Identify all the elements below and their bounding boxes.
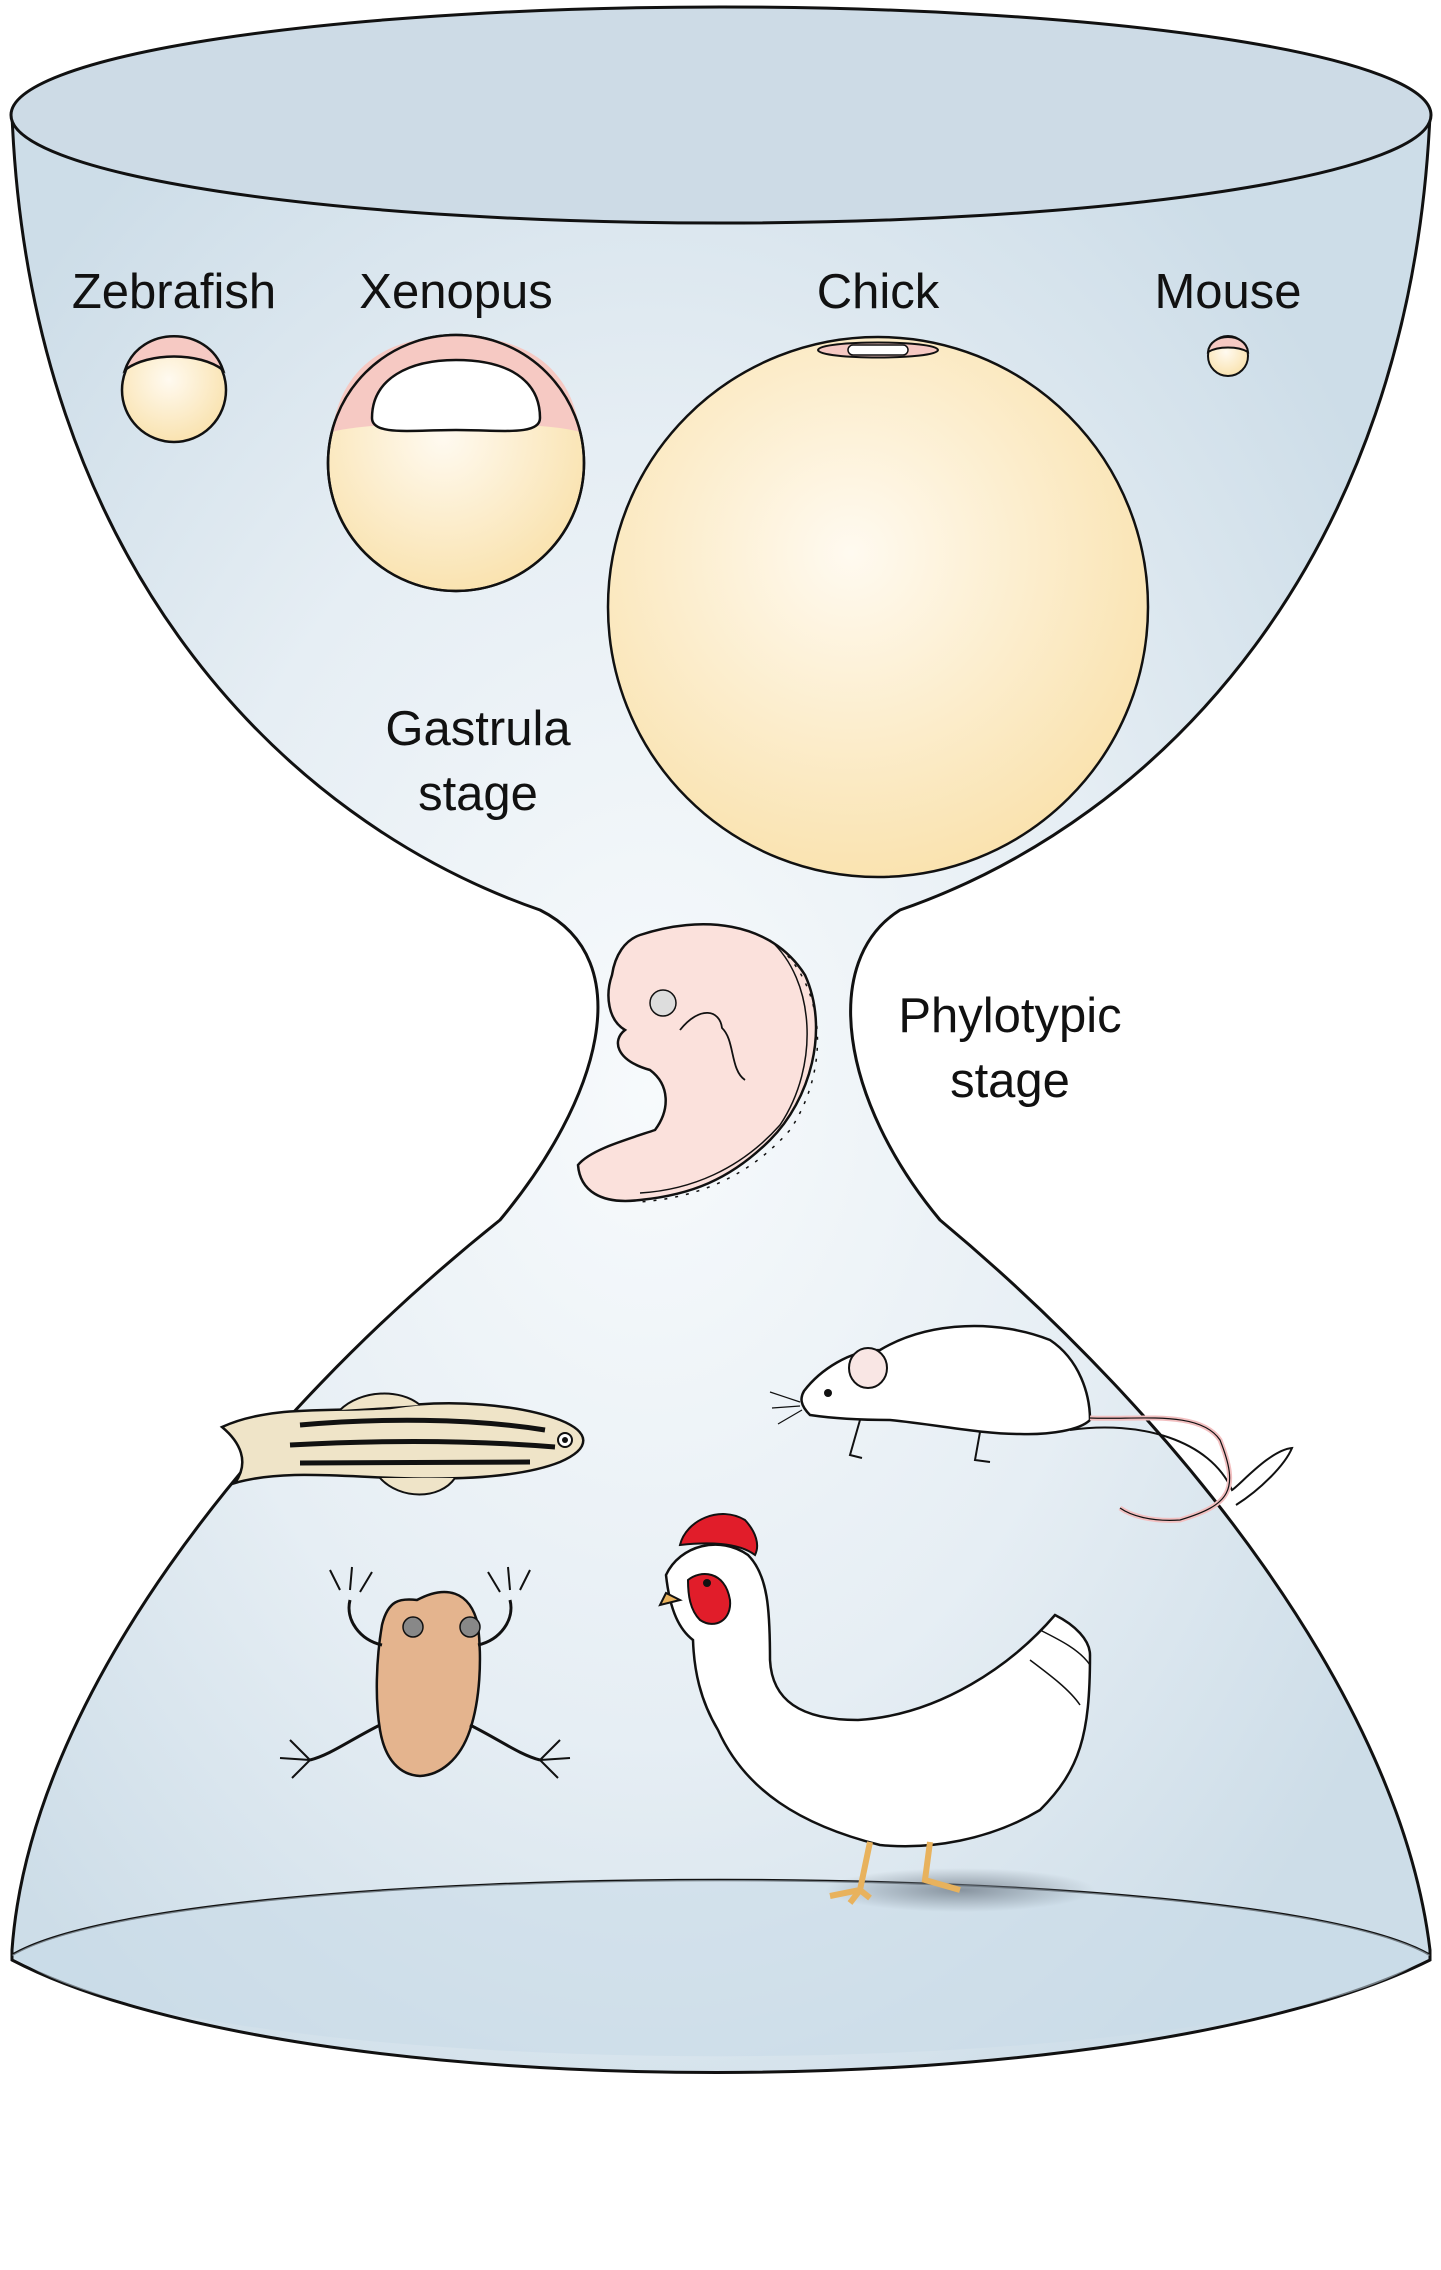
zebrafish-egg-icon xyxy=(120,335,228,444)
chick-egg-icon xyxy=(606,335,1150,879)
mouse-icon xyxy=(769,1324,1294,1523)
phylotypic-embryo-icon xyxy=(576,923,819,1203)
xenopus-egg-icon xyxy=(326,333,586,593)
label-chick: Chick xyxy=(817,265,940,319)
mouse-egg-icon xyxy=(1206,335,1250,377)
chicken-icon xyxy=(658,1513,1095,1912)
label-mouse: Mouse xyxy=(1154,265,1301,319)
label-gastrula-stage-line1: Gastrula xyxy=(385,702,571,756)
label-zebrafish: Zebrafish xyxy=(72,265,276,319)
label-gastrula-stage-line2: stage xyxy=(418,767,538,821)
frog-icon xyxy=(279,1566,571,1779)
label-xenopus: Xenopus xyxy=(359,265,552,319)
label-phylotypic-stage-line1: Phylotypic xyxy=(898,989,1121,1043)
label-phylotypic-stage-line2: stage xyxy=(950,1054,1070,1108)
zebrafish-icon xyxy=(219,1392,585,1496)
